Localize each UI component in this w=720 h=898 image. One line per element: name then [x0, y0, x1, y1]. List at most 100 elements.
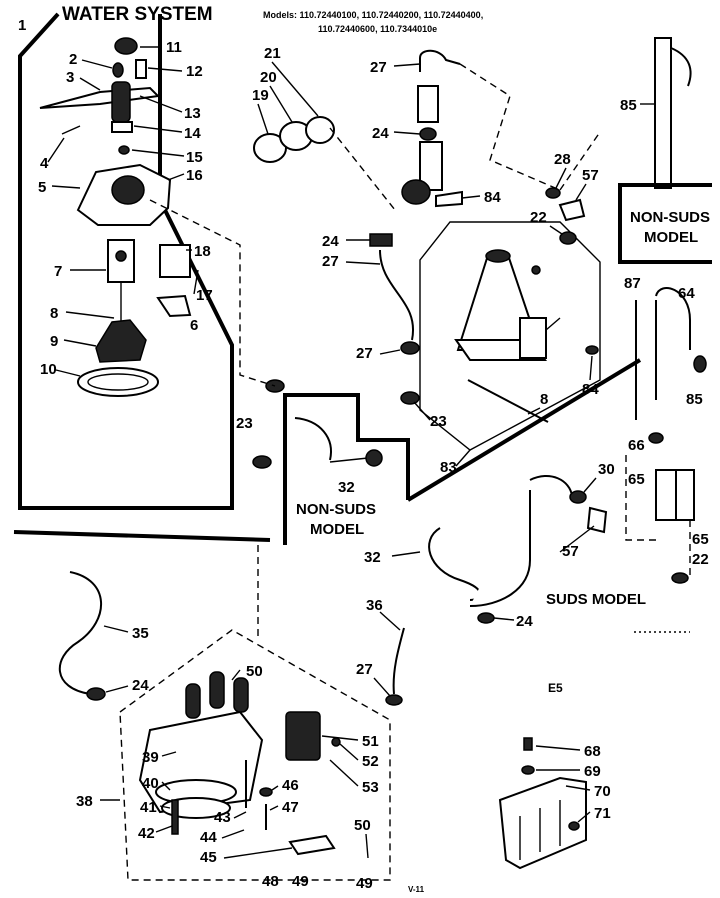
- bottom-mark: V-11: [408, 885, 425, 894]
- dispenser-cone-top: [485, 249, 511, 263]
- callout-66: 66: [628, 437, 645, 454]
- pump-leaders: [100, 669, 369, 859]
- washer-15: [118, 145, 130, 155]
- drain-callouts: 32 30 57 36 24 27: [356, 461, 615, 678]
- housing-port-16: [111, 175, 145, 205]
- callout-50-b: 49: [292, 873, 309, 890]
- hose-35-tail: [329, 457, 369, 463]
- callout-14: 14: [184, 125, 201, 142]
- spring-12: [135, 59, 147, 79]
- non-suds-upper-label-1: NON-SUDS: [630, 209, 710, 226]
- drain-leaders: [373, 477, 597, 697]
- callout-22-b: 22: [692, 551, 709, 568]
- left-callouts: 1 2 3 4 5 6 7 8 9 10 11 12 13 14 15 16 1…: [18, 17, 213, 378]
- non-suds-upper-frame: [618, 183, 712, 262]
- callout-64: 64: [678, 285, 695, 302]
- callout-80: 84: [484, 189, 501, 206]
- pump-parts: [138, 671, 341, 856]
- hose-64: [655, 287, 691, 350]
- clamp-27d: [385, 694, 403, 706]
- callout-37: 35: [132, 625, 149, 642]
- leader-1: [41, 13, 59, 31]
- models-line-2: 110.72440600, 110.7344010e: [318, 24, 437, 34]
- dashed-right-links: [625, 455, 691, 580]
- callout-16: 16: [186, 167, 203, 184]
- callout-20: 20: [260, 69, 277, 86]
- callout-71: 71: [594, 805, 611, 822]
- terminal-block-18: [159, 244, 191, 278]
- callout-48: 47: [282, 799, 299, 816]
- right-upper-callouts: 28 57 22 85: [530, 97, 637, 226]
- dispenser-housing-87: [519, 317, 547, 359]
- clamp-35: [365, 449, 383, 467]
- callout-10: 10: [40, 361, 57, 378]
- dashed-inlet-links: [329, 63, 601, 211]
- callout-38: 36: [366, 597, 383, 614]
- callout-57-b: 57: [562, 543, 579, 560]
- hose-35-outer: [294, 417, 332, 461]
- non-suds-middle-frame: [283, 393, 410, 545]
- callout-47: 46: [282, 777, 299, 794]
- callout-13: 13: [184, 105, 201, 122]
- callout-85: 8: [540, 391, 548, 408]
- right-upper-parts: [545, 37, 692, 245]
- callout-52: 51: [362, 733, 379, 750]
- fitting-27b: [369, 233, 393, 247]
- callout-28: 27: [322, 253, 339, 270]
- callout-49-b: 49: [356, 875, 373, 892]
- callout-32-b: 30: [598, 461, 615, 478]
- valve-cap-11: [114, 37, 138, 55]
- washer-69: [521, 765, 535, 775]
- inlet-callouts: 19 20 21 27 24 84: [252, 45, 501, 206]
- hose-28-callouts: 24 27 27 23: [322, 233, 447, 430]
- callout-54: 53: [362, 779, 379, 796]
- callout-81: 84: [582, 381, 599, 398]
- callout-22-a: 22: [530, 209, 547, 226]
- callout-79: 83: [440, 459, 457, 476]
- inlet-leaders: [257, 61, 481, 199]
- callout-83: 85: [686, 391, 703, 408]
- hose-84a: [654, 37, 672, 189]
- lever-3: [39, 86, 161, 109]
- callout-42: 41: [140, 799, 157, 816]
- callout-24-a: 23: [430, 413, 447, 430]
- callout-44: 43: [214, 809, 231, 826]
- callout-36: 32: [364, 549, 381, 566]
- pump-enclosure-39: [119, 629, 391, 881]
- screw-8-dispenser: [531, 265, 541, 275]
- hose-28-leaders: [345, 239, 431, 421]
- callout-3: 3: [66, 69, 74, 86]
- page-mark: E5: [548, 681, 563, 695]
- mixing-valve-parts: [39, 37, 192, 397]
- filter-52: [285, 711, 321, 761]
- callout-46: 45: [200, 849, 217, 866]
- callout-57-a: 57: [582, 167, 599, 184]
- pump-callouts: 50 39 40 41 42 38 51 52 53 46 47 43 44 4…: [76, 663, 379, 892]
- clamp-27c: [400, 341, 420, 355]
- clamp-24a: [400, 391, 420, 405]
- left-leaders: [47, 46, 199, 377]
- callout-50-a: 50: [354, 817, 371, 834]
- clip-46: [288, 834, 336, 856]
- callout-51: 50: [246, 663, 263, 680]
- screw-43: [171, 799, 179, 835]
- callout-30: 27: [370, 59, 387, 76]
- callout-65-a: 65: [628, 471, 645, 488]
- callout-27-a: 24: [372, 125, 389, 142]
- callout-17: 17: [196, 287, 213, 304]
- drain-hoses: [385, 475, 608, 706]
- callout-1: 1: [18, 17, 26, 34]
- clamp-22a: [559, 231, 577, 245]
- callout-84-a: 85: [620, 97, 637, 114]
- pump-port-b: [209, 671, 225, 709]
- hose-30: [419, 49, 461, 72]
- dispenser-parts: [454, 249, 599, 423]
- screw-68: [523, 737, 533, 751]
- callout-69: 69: [584, 763, 601, 780]
- screw-81: [585, 345, 599, 355]
- screw-53: [331, 737, 341, 747]
- callout-39: 38: [76, 793, 93, 810]
- clamp-24b: [477, 612, 495, 624]
- valve-80-outlet: [435, 190, 463, 208]
- seal-42: [161, 797, 231, 819]
